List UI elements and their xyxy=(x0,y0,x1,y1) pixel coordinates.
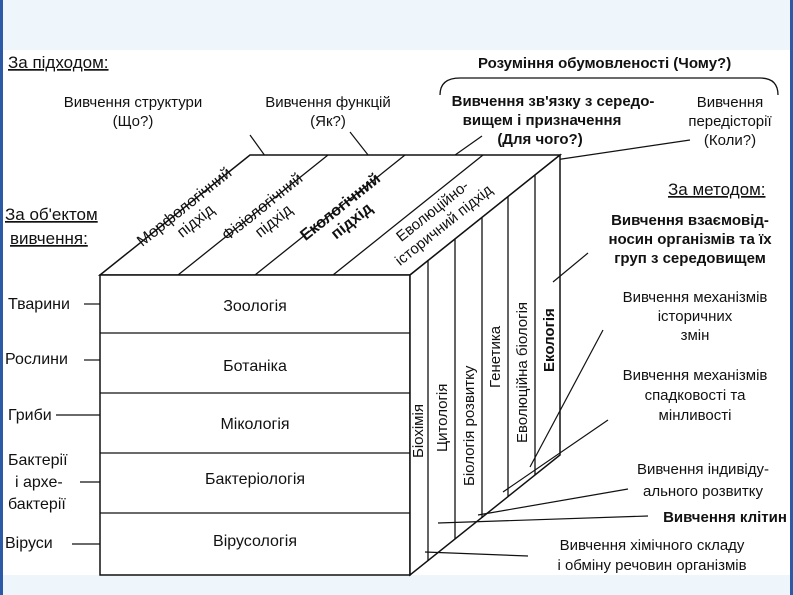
method-development-pointer xyxy=(477,488,629,516)
prehistory-caption-line3: (Коли?) xyxy=(704,132,756,149)
method-genetics-line2: спадковості та xyxy=(645,387,747,404)
object-fungi: Гриби xyxy=(8,407,52,424)
method-evolution-line3: змін xyxy=(681,327,710,344)
method-ecology-line1: Вивчення взаємовід- xyxy=(611,212,769,229)
method-development-line1: Вивчення індивіду- xyxy=(637,461,769,478)
method-evolution-pointer xyxy=(529,329,604,468)
column-cytology: Цитологія xyxy=(434,384,451,452)
object-bacteria-line2: і архе- xyxy=(15,474,63,491)
top-divider-2 xyxy=(254,154,406,276)
top-divider-3 xyxy=(332,154,484,276)
right-border xyxy=(790,0,793,595)
method-heading: За методом: xyxy=(668,180,765,199)
approach-heading: За підходом: xyxy=(8,53,109,72)
column-developmental-biology: Біологія розвитку xyxy=(461,365,478,486)
environment-caption-line3: (Для чого?) xyxy=(497,131,582,148)
object-viruses: Віруси xyxy=(5,535,53,552)
method-biochemistry-line1: Вивчення хімічного складу xyxy=(560,537,745,554)
top-divider-1 xyxy=(177,154,329,276)
method-genetics-line1: Вивчення механізмів xyxy=(623,367,768,384)
method-ecology-pointer xyxy=(552,252,589,283)
row-virology: Вірусологія xyxy=(213,533,297,550)
prehistory-caption-line2: передісторії xyxy=(688,113,772,130)
top-band xyxy=(0,0,793,50)
row-bacteriology: Бактеріологія xyxy=(205,471,305,488)
understanding-caption: Розуміння обумовленості (Чому?) xyxy=(478,55,731,72)
environment-caption-line1: Вивчення зв'язку з середо- xyxy=(452,93,655,110)
method-cytology-line1: Вивчення клітин xyxy=(663,509,787,526)
method-development-line2: ального розвитку xyxy=(643,483,764,500)
method-ecology-line3: груп з середовищем xyxy=(614,250,766,267)
method-genetics-pointer xyxy=(502,419,609,493)
row-botany: Ботаніка xyxy=(223,358,287,375)
column-ecology: Екологія xyxy=(541,308,558,372)
structure-caption-line2: (Що?) xyxy=(113,113,154,130)
method-evolution-line2: історичних xyxy=(658,308,733,325)
method-biochemistry-pointer xyxy=(424,551,529,557)
method-ecology-line2: носин організмів та їх xyxy=(608,231,772,248)
bottom-band xyxy=(0,575,793,595)
method-genetics-line3: мінливості xyxy=(659,407,732,424)
object-plants: Рослини xyxy=(5,351,68,368)
function-caption-line2: (Як?) xyxy=(310,113,346,130)
row-mycology: Мікологія xyxy=(220,416,289,433)
object-heading-line1: За об'ектом xyxy=(5,205,98,224)
column-biochemistry: Біохімія xyxy=(410,404,427,458)
environment-caption-line2: вищем і призначення xyxy=(463,112,622,129)
method-biochemistry-line2: і обміну речовин організмів xyxy=(557,557,746,574)
function-caption-line1: Вивчення функцій xyxy=(265,94,391,111)
column-evolutionary-biology: Еволюційна біологія xyxy=(514,302,531,443)
left-border xyxy=(0,0,3,595)
object-bacteria-line1: Бактерії xyxy=(8,452,68,469)
object-animals: Тварини xyxy=(8,296,70,313)
structure-caption-line1: Вивчення структури xyxy=(64,94,203,111)
method-evolution-line1: Вивчення механізмів xyxy=(623,289,768,306)
object-heading-line2: вивчення: xyxy=(10,229,88,248)
column-genetics: Генетика xyxy=(487,325,504,388)
pointer-prehistory xyxy=(554,139,691,161)
object-bacteria-line3: бактерії xyxy=(8,496,66,513)
cube-front-face xyxy=(99,274,411,576)
cube-side-face xyxy=(409,153,561,577)
row-zoology: Зоологія xyxy=(223,298,287,315)
understanding-brace xyxy=(439,77,779,96)
method-cytology-pointer xyxy=(437,515,649,524)
prehistory-caption-line1: Вивчення xyxy=(697,94,764,111)
